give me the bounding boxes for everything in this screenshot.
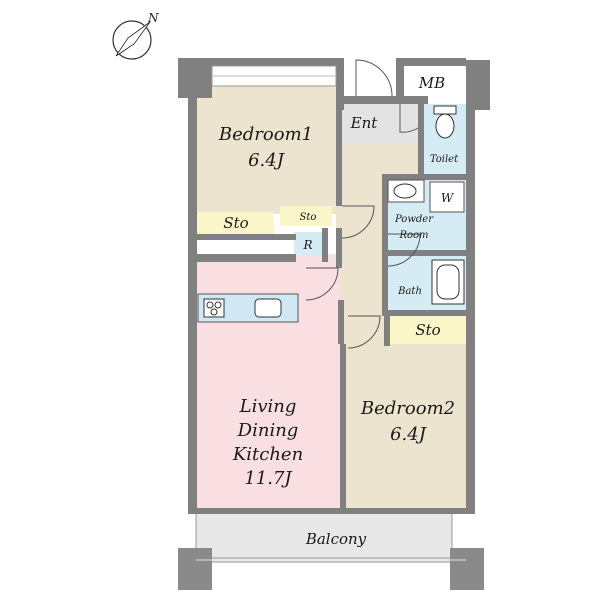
ldk-size: 11.7J [244,468,293,489]
burner-1 [206,301,214,309]
kitchen-counter [197,293,299,323]
wall-ldk-hall [336,228,342,268]
storage-bedroom2 [388,316,468,344]
wall-top-bedroom1 [212,58,342,66]
bedroom2-size: 6.4J [390,424,428,445]
wall-fridge-right [322,228,328,262]
doors [305,59,421,349]
wall-bedroom2-storage-left [384,316,390,346]
balcony-label: Balcony [305,530,367,548]
wall-entrance-top [344,96,428,104]
washer-space [429,181,465,213]
wall-ldk-top [196,254,296,262]
ldk-label-dining: Dining [237,420,299,441]
column-bottom-right [450,548,484,590]
refrigerator-floor [294,232,322,256]
door-entrance [355,59,393,97]
bedroom1-label: Bedroom1 [218,124,313,145]
wall-wet-top [382,174,470,180]
toilet-label: Toilet [430,154,459,165]
washbasin-counter [387,179,425,203]
mb-label: MB [418,74,445,92]
wall-ldk-hall-lower [338,300,344,344]
bedroom1-size: 6.4J [248,150,286,171]
storage-hall [280,206,332,226]
bedroom1-floor [196,86,336,214]
door-powder-room [387,233,421,267]
burner-2 [214,301,222,309]
door-ldk [305,267,339,301]
washbasin-icon [387,179,425,203]
wall-right [466,108,475,512]
wall-wet-left [382,174,388,314]
wall-bedroom1-bottom [196,234,296,240]
column-bottom-left [178,548,212,590]
washbasin-bowl [393,183,417,199]
ldk-label-kitchen: Kitchen [232,444,303,465]
stove-icon [203,298,225,318]
wall-left [188,96,197,510]
compass-letter: N [147,11,159,25]
wall-bottom [188,508,475,514]
wall-ldk-bedroom2 [340,344,346,510]
walls [178,58,490,514]
washer-label: W [441,191,455,205]
toilet-tank [433,105,457,115]
entrance-floor [340,104,418,144]
burner-3 [210,308,218,316]
storage-bedroom2-label: Sto [415,321,440,339]
ldk-label-living: Living [239,396,297,417]
interior-walls [196,104,470,510]
wall-mb-left [396,58,404,104]
storage-hall-label: Sto [300,212,317,223]
refrigerator-label: R [302,238,312,252]
powder-room-label-2: Room [398,230,428,241]
bathtub-inner [436,264,460,300]
door-toilet [399,104,419,133]
column-top-right [466,60,490,110]
compass-needle-light [115,21,151,57]
compass: N [112,11,159,60]
wall-bath-bottom [382,310,470,316]
sink-icon [254,298,282,318]
column-top-left [178,58,212,98]
toilet-bowl [435,113,455,139]
wall-toilet-left [418,104,424,178]
bath-label: Bath [397,286,422,297]
storage-bedroom1-label: Sto [223,214,248,232]
storage-bedroom1 [196,212,274,234]
wall-top-bedroom1-inner [336,58,344,110]
entrance-label: Ent [350,114,379,132]
wall-mb-top [396,58,466,66]
bathtub-icon [431,259,465,305]
bedroom2-floor [344,344,468,510]
powder-room-label-1: Powder [394,214,434,225]
toilet-fixture-icon [433,105,457,139]
door-bedroom1 [341,205,375,239]
door-bedroom2 [347,315,381,349]
wall-bedroom1-right [336,110,342,206]
wall-powder-bath [386,250,468,256]
bedroom2-label: Bedroom2 [360,398,455,419]
balcony-area [195,509,453,563]
